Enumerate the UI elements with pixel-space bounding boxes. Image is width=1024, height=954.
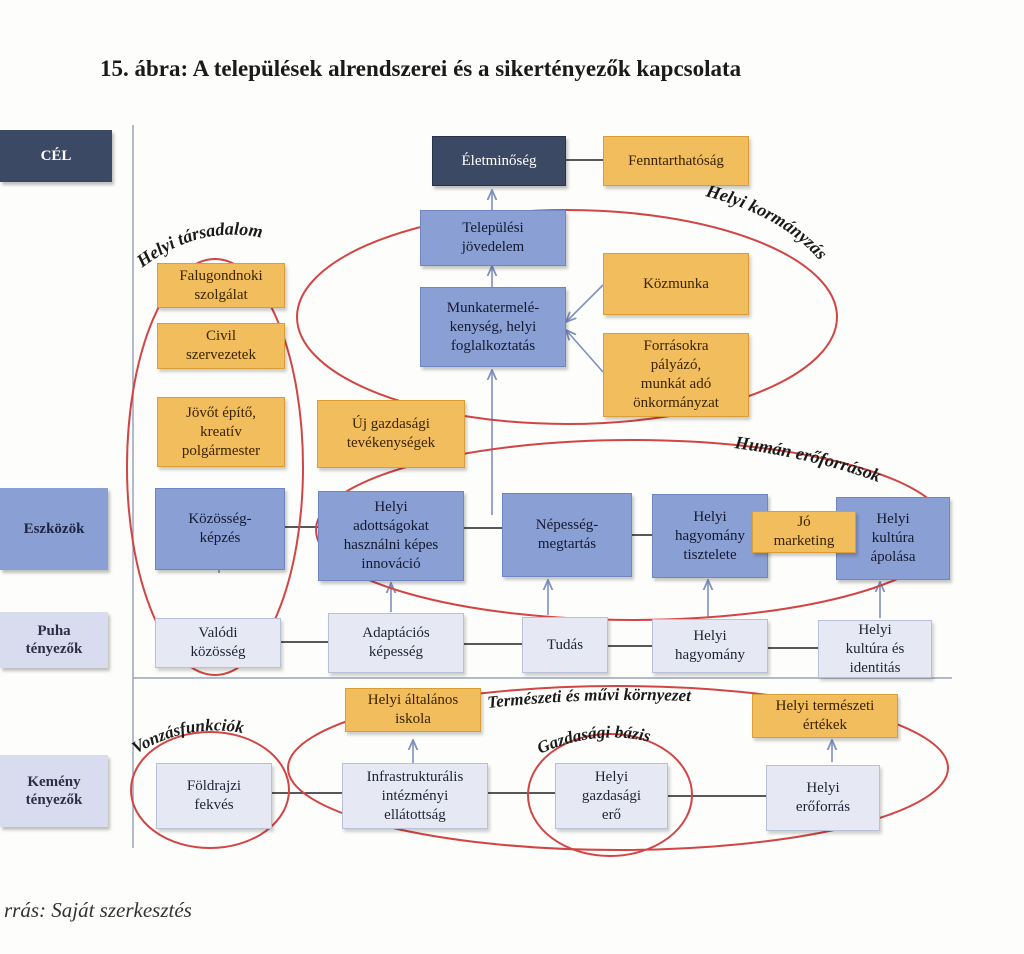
node-helyi-gazdasagi-ero: Helyi gazdasági erő xyxy=(555,763,668,829)
node-kozossegkepzes: Közösség- képzés xyxy=(155,488,285,570)
node-fenntarthatosag: Fenntarthatóság xyxy=(603,136,749,186)
node-helyi-hagyomany: Helyi hagyomány xyxy=(652,619,768,673)
category-kemeny-tenyezok: Kemény tényezők xyxy=(0,755,108,827)
node-nepessegmegtartas: Népesség- megtartás xyxy=(502,493,632,577)
ellipse-vonzasfunkciok xyxy=(130,731,290,849)
node-helyi-kultura-identitas: Helyi kultúra és identitás xyxy=(818,620,932,678)
node-eletminoseg: Életminőség xyxy=(432,136,566,186)
ellipse-gazdasagi-bazis xyxy=(527,733,693,857)
curve-label-gazdasagi-bazis: Gazdasági bázis xyxy=(534,722,653,757)
source-note: rrás: Saját szerkesztés xyxy=(4,898,192,922)
node-helyi-termeszeti-ertekek: Helyi természeti értékek xyxy=(752,694,898,738)
category-cel: CÉL xyxy=(0,130,112,182)
node-jovot-epito-polgarmester: Jövőt építő, kreatív polgármester xyxy=(157,397,285,467)
node-helyi-eroforras: Helyi erőforrás xyxy=(766,765,880,831)
curve-label-vonzasfunkciok: Vonzásfunkciók xyxy=(129,715,246,757)
node-forrasokra-palyazo: Forrásokra pályázó, munkát adó önkormány… xyxy=(603,333,749,417)
curve-label-helyi-kormanyzas: Helyi kormányzás xyxy=(703,180,831,263)
node-munkatermelekenyseg: Munkatermelé- kenység, helyi foglalkozta… xyxy=(420,287,566,367)
node-foldrajzi-fekves: Földrajzi fekvés xyxy=(156,763,272,829)
category-puha-tenyezok: Puha tényezők xyxy=(0,612,108,668)
ellipse-helyi-tarsadalom xyxy=(126,258,304,676)
node-helyi-adottsagok-innovacio: Helyi adottságokat használni képes innov… xyxy=(318,491,464,581)
node-kozmunka: Közmunka xyxy=(603,253,749,315)
node-tudas: Tudás xyxy=(522,617,608,673)
ellipse-termeszeti-muvi xyxy=(287,685,949,851)
node-helyi-hagyomany-tisztelete: Helyi hagyomány tisztelete xyxy=(652,494,768,578)
ellipse-helyi-kormanyzas xyxy=(296,209,838,425)
node-uj-gazdasagi-tevekenysegek: Új gazdasági tevékenységek xyxy=(317,400,465,468)
node-infrastrukturalis-ellatottsag: Infrastrukturális intézményi ellátottság xyxy=(342,763,488,829)
node-falugondnoki-szolgalat: Falugondnoki szolgálat xyxy=(157,263,285,308)
figure-title: 15. ábra: A települések alrendszerei és … xyxy=(100,56,742,81)
node-civil-szervezetek: Civil szervezetek xyxy=(157,323,285,369)
curve-label-human-eroforrasok: Humán erőforrások xyxy=(733,432,884,486)
node-telepulesi-jovedelem: Települési jövedelem xyxy=(420,210,566,266)
node-jo-marketing: Jó marketing xyxy=(752,511,856,553)
node-adaptacios-kepesseg: Adaptációs képesség xyxy=(328,613,464,673)
node-helyi-altalanos-iskola: Helyi általános iskola xyxy=(345,688,481,732)
category-eszkozok: Eszközök xyxy=(0,488,108,570)
horizontal-connectors xyxy=(272,159,836,797)
node-valodi-kozosseg: Valódi közösség xyxy=(155,618,281,668)
